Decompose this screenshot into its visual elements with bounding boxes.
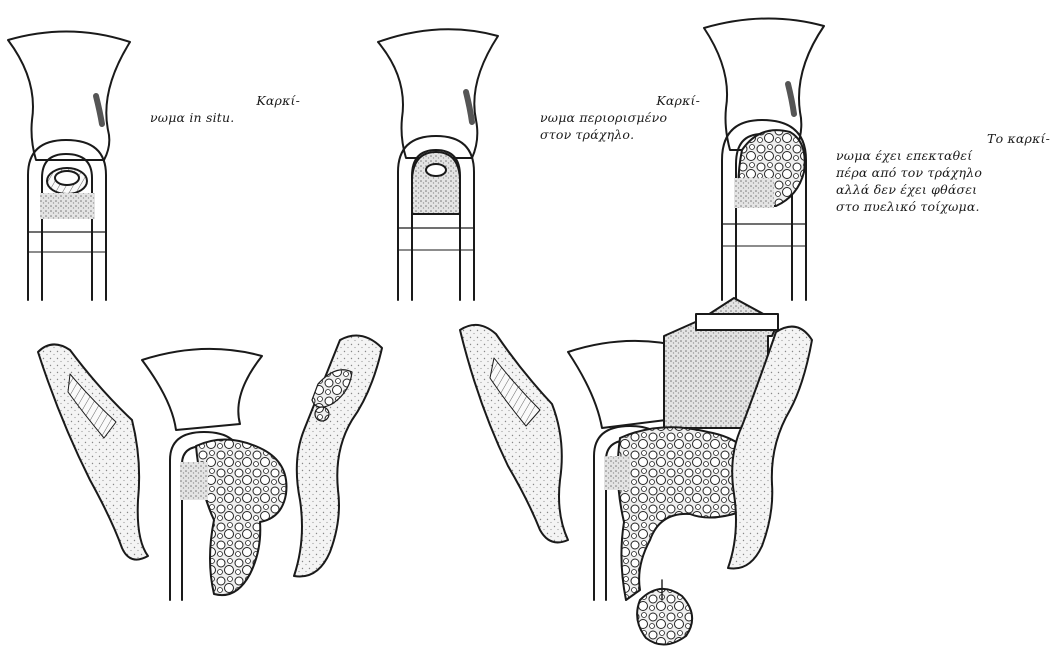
left-pelvic-wall	[38, 344, 148, 559]
caption-line: νωμα in situ.	[150, 109, 300, 126]
panel-3-beyond-cervix	[704, 18, 824, 300]
caption-line: στον τράχηλο.	[540, 126, 700, 143]
uterus-body	[378, 29, 498, 158]
caption-line: στο πυελικό τοίχωμα.	[836, 198, 1050, 215]
caption-carcinoma-in-situ: Καρκί- νωμα in situ.	[150, 92, 300, 126]
panel-5-advanced-spread	[460, 298, 812, 645]
caption-line: αλλά δεν έχει φθάσει	[836, 181, 1050, 198]
confined-tumor	[412, 152, 460, 214]
caption-line: Καρκί-	[540, 92, 700, 109]
uterus-body	[704, 18, 824, 150]
cervix-outline	[28, 140, 106, 300]
left-pelvic-wall	[460, 325, 568, 543]
caption-line: Καρκί-	[150, 92, 300, 109]
caption-line: νωμα περιορισμένο	[540, 109, 700, 126]
caption-line: νωμα έχει επεκταθεί	[836, 147, 1050, 164]
uterus-body	[142, 349, 262, 430]
caption-beyond-cervix: Το καρκί- νωμα έχει επεκταθεί πέρα από τ…	[836, 130, 1050, 215]
caption-line: Το καρκί-	[836, 130, 1050, 147]
panel-4-pelvic-wall-extension	[38, 336, 382, 601]
caption-line: πέρα από τον τράχηλο	[836, 164, 1050, 181]
tumor-mass	[196, 439, 286, 595]
panel-2-confined-to-cervix	[378, 29, 498, 300]
panel-1-carcinoma-in-situ	[8, 31, 130, 300]
distant-spread	[637, 589, 692, 645]
caption-confined-to-cervix: Καρκί- νωμα περιορισμένο στον τράχηλο.	[540, 92, 700, 143]
